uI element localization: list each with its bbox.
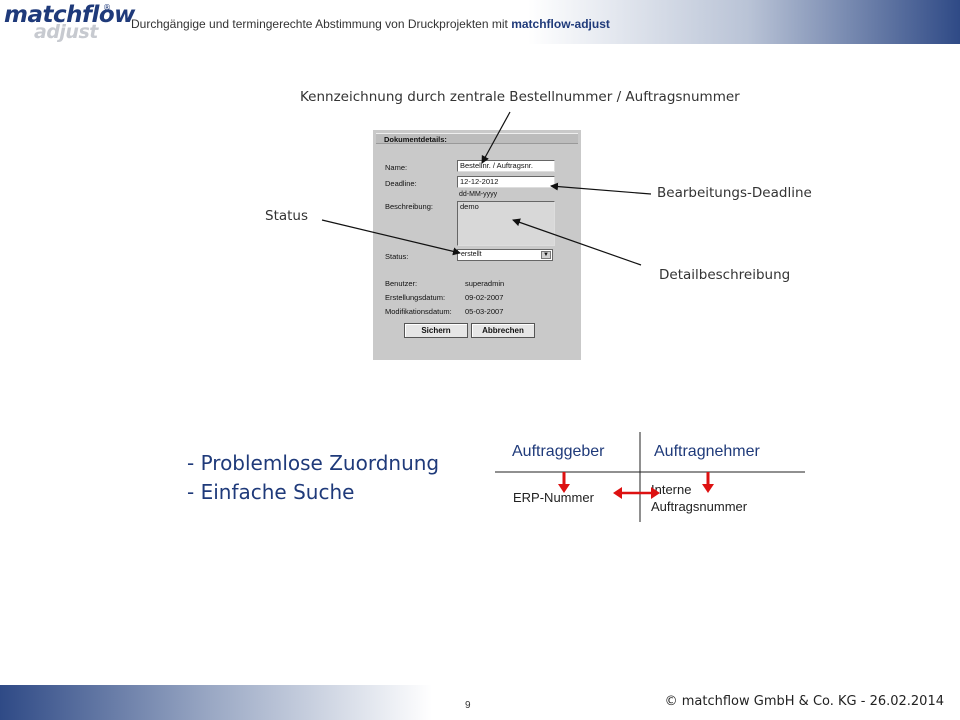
deadline-format-hint: dd-MM-yyyy xyxy=(459,191,498,198)
arrow-status xyxy=(321,219,461,256)
status-label: Status: xyxy=(385,252,409,261)
header-subtitle: Durchgängige und termingerechte Abstimmu… xyxy=(131,17,610,31)
annotation-kennzeichnung: Kennzeichnung durch zentrale Bestellnumm… xyxy=(300,89,740,105)
arrowhead-left-icon xyxy=(613,487,622,499)
arrowhead-right-icon xyxy=(651,487,660,499)
annotation-deadline: Bearbeitungs-Deadline xyxy=(657,185,812,201)
chevron-down-icon[interactable]: ▼ xyxy=(541,251,551,259)
benefit-item: - Einfache Suche xyxy=(187,480,355,504)
header-subtitle-text: Durchgängige und termingerechte Abstimmu… xyxy=(131,17,512,31)
arrowhead-down-icon xyxy=(558,484,570,493)
erstellungsdatum-label: Erstellungsdatum: xyxy=(385,293,446,302)
header-bar xyxy=(0,0,960,44)
red-arrows xyxy=(558,472,714,499)
benefit-item: - Problemlose Zuordnung xyxy=(187,451,440,475)
arrow-kennzeichnung xyxy=(481,111,511,164)
mapping-erp-nummer: ERP-Nummer xyxy=(513,490,594,505)
document-details-dialog: Dokumentdetails: Name: Bestellnr. / Auft… xyxy=(373,130,581,360)
benutzer-label: Benutzer: xyxy=(385,279,418,288)
name-input[interactable]: Bestellnr. / Auftragsnr. xyxy=(457,160,555,172)
deadline-label: Deadline: xyxy=(385,179,417,188)
save-button[interactable]: Sichern xyxy=(404,323,468,338)
dialog-title: Dokumentdetails: xyxy=(376,133,578,144)
modifikationsdatum-value: 05-03-2007 xyxy=(465,307,504,316)
status-select[interactable]: erstellt ▼ xyxy=(457,249,553,261)
logo-registered-mark: ® xyxy=(103,3,111,12)
page-number: 9 xyxy=(465,700,471,711)
cancel-button[interactable]: Abbrechen xyxy=(471,323,535,338)
mapping-interne-line2: Auftragsnummer xyxy=(651,499,748,514)
deadline-input[interactable]: 12-12-2012 xyxy=(457,176,555,188)
arrowhead-down-icon xyxy=(702,484,714,493)
annotation-beschreibung: Detailbeschreibung xyxy=(659,267,791,283)
modifikationsdatum-label: Modifikationsdatum: xyxy=(385,307,452,316)
beschreibung-label: Beschreibung: xyxy=(385,202,433,211)
header-subtitle-brand: matchflow-adjust xyxy=(511,17,610,31)
mapping-interne-auftragsnummer: Interne Auftragsnummer xyxy=(651,481,747,515)
arrow-beschreibung xyxy=(512,218,642,266)
logo-adjust: adjust xyxy=(34,21,98,43)
beschreibung-textarea[interactable]: demo xyxy=(457,201,555,246)
annotation-status: Status xyxy=(265,208,309,224)
status-select-value: erstellt xyxy=(461,251,482,258)
mapping-header-auftragnehmer: Auftragnehmer xyxy=(654,443,760,460)
benutzer-value: superadmin xyxy=(465,279,505,288)
benefits-list: - Problemlose Zuordnung - Einfache Suche xyxy=(187,449,439,507)
footer-bar xyxy=(0,685,960,720)
erstellungsdatum-value: 09-02-2007 xyxy=(465,293,504,302)
name-label: Name: xyxy=(385,163,408,172)
copyright-text: © matchflow GmbH & Co. KG - 26.02.2014 xyxy=(664,694,944,709)
logo-matchflow: matchflow xyxy=(4,2,135,28)
arrow-deadline xyxy=(550,182,652,195)
mapping-header-auftraggeber: Auftraggeber xyxy=(512,443,605,460)
mapping-interne-line1: Interne xyxy=(651,482,692,497)
